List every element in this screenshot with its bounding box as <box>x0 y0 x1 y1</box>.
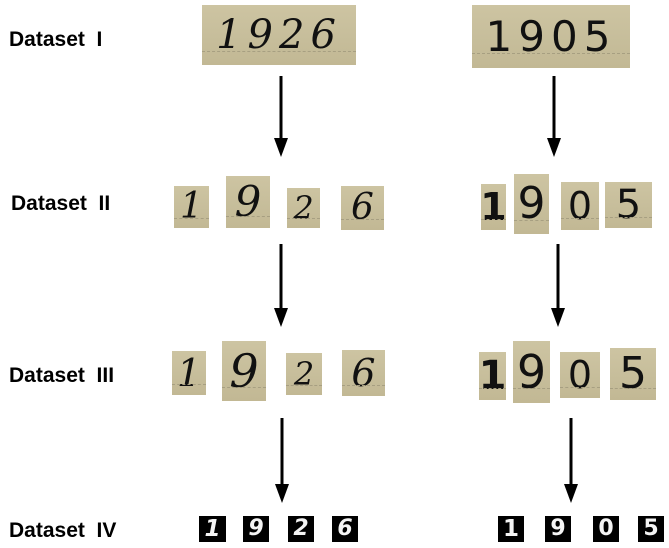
normalized-digit-1926-1: 1 <box>199 516 226 542</box>
digit-glyph: 5 <box>643 516 659 541</box>
digit-glyph: 2 <box>293 516 309 541</box>
digit-glyph: 5 <box>619 348 647 399</box>
digit-glyph: 9 <box>234 177 262 226</box>
segmented-digit-1926-1: 1 <box>174 186 209 228</box>
cleaned-digit-1926-2: 2 <box>286 353 322 395</box>
normalized-digit-1905-0: 0 <box>593 516 619 542</box>
digit-glyph: 9 <box>550 516 566 541</box>
digit-glyph: 6 <box>337 516 353 541</box>
digit-glyph: 1 <box>204 516 221 542</box>
digit-glyph: 2 <box>293 355 315 393</box>
cleaned-digit-1926-1: 1 <box>172 351 206 395</box>
arrow-1926-dataset-3-to-4 <box>275 418 289 503</box>
digit-glyph: 1 <box>502 516 519 542</box>
digit-glyph: 1 <box>180 186 203 227</box>
digit-glyph: 0 <box>598 516 614 541</box>
digit-glyph: 6 <box>351 187 374 228</box>
normalized-digit-1926-9: 9 <box>243 516 269 542</box>
row-label-dataset-4: Dataset IV <box>9 519 117 542</box>
cleaned-digit-1905-5: 5 <box>610 348 656 400</box>
arrow-1926-dataset-1-to-2 <box>274 76 288 157</box>
year-text-1926: 1926 <box>216 12 342 58</box>
segmented-digit-1926-6: 6 <box>341 186 384 230</box>
arrow-1926-dataset-2-to-3 <box>274 244 288 327</box>
row-label-dataset-3: Dataset III <box>9 364 115 387</box>
segmented-digit-1905-0: 0 <box>561 182 599 230</box>
digit-glyph: 9 <box>517 178 546 229</box>
digit-glyph: 9 <box>516 345 547 399</box>
digit-glyph: 5 <box>615 182 642 228</box>
year-image-1905: 1905 <box>472 5 630 68</box>
digit-glyph: 1 <box>176 351 202 395</box>
digit-glyph: 1 <box>481 185 506 229</box>
normalized-digit-1926-2: 2 <box>288 516 314 542</box>
digit-glyph: 6 <box>351 351 376 395</box>
year-text-1905: 1905 <box>485 11 617 61</box>
year-image-1926: 1926 <box>202 5 356 65</box>
segmented-digit-1926-9: 9 <box>226 176 270 228</box>
digit-glyph: 9 <box>229 344 259 398</box>
arrow-1905-dataset-2-to-3 <box>551 244 565 327</box>
digit-glyph: 9 <box>248 516 264 541</box>
segmented-digit-1905-1: 1 <box>481 184 506 230</box>
segmented-digit-1905-5: 5 <box>605 182 652 228</box>
cleaned-digit-1926-6: 6 <box>342 350 385 396</box>
normalized-digit-1905-9: 9 <box>545 516 571 542</box>
cleaned-digit-1905-1: 1 <box>479 352 506 400</box>
normalized-digit-1905-5: 5 <box>638 516 664 542</box>
cleaned-digit-1905-9: 9 <box>513 341 550 403</box>
segmented-digit-1905-9: 9 <box>514 174 549 234</box>
cleaned-digit-1926-9: 9 <box>222 341 266 401</box>
normalized-digit-1926-6: 6 <box>332 516 358 542</box>
row-label-dataset-2: Dataset II <box>11 192 111 215</box>
segmented-digit-1926-2: 2 <box>287 188 320 228</box>
digit-glyph: 2 <box>293 189 314 227</box>
normalized-digit-1905-1: 1 <box>498 516 524 542</box>
row-label-dataset-1: Dataset I <box>9 28 103 51</box>
digit-glyph: 0 <box>567 184 593 228</box>
arrow-1905-dataset-1-to-2 <box>547 76 561 157</box>
arrow-1905-dataset-3-to-4 <box>564 418 578 503</box>
digit-glyph: 0 <box>567 353 593 397</box>
cleaned-digit-1905-0: 0 <box>560 352 600 398</box>
digit-glyph: 1 <box>479 353 506 399</box>
